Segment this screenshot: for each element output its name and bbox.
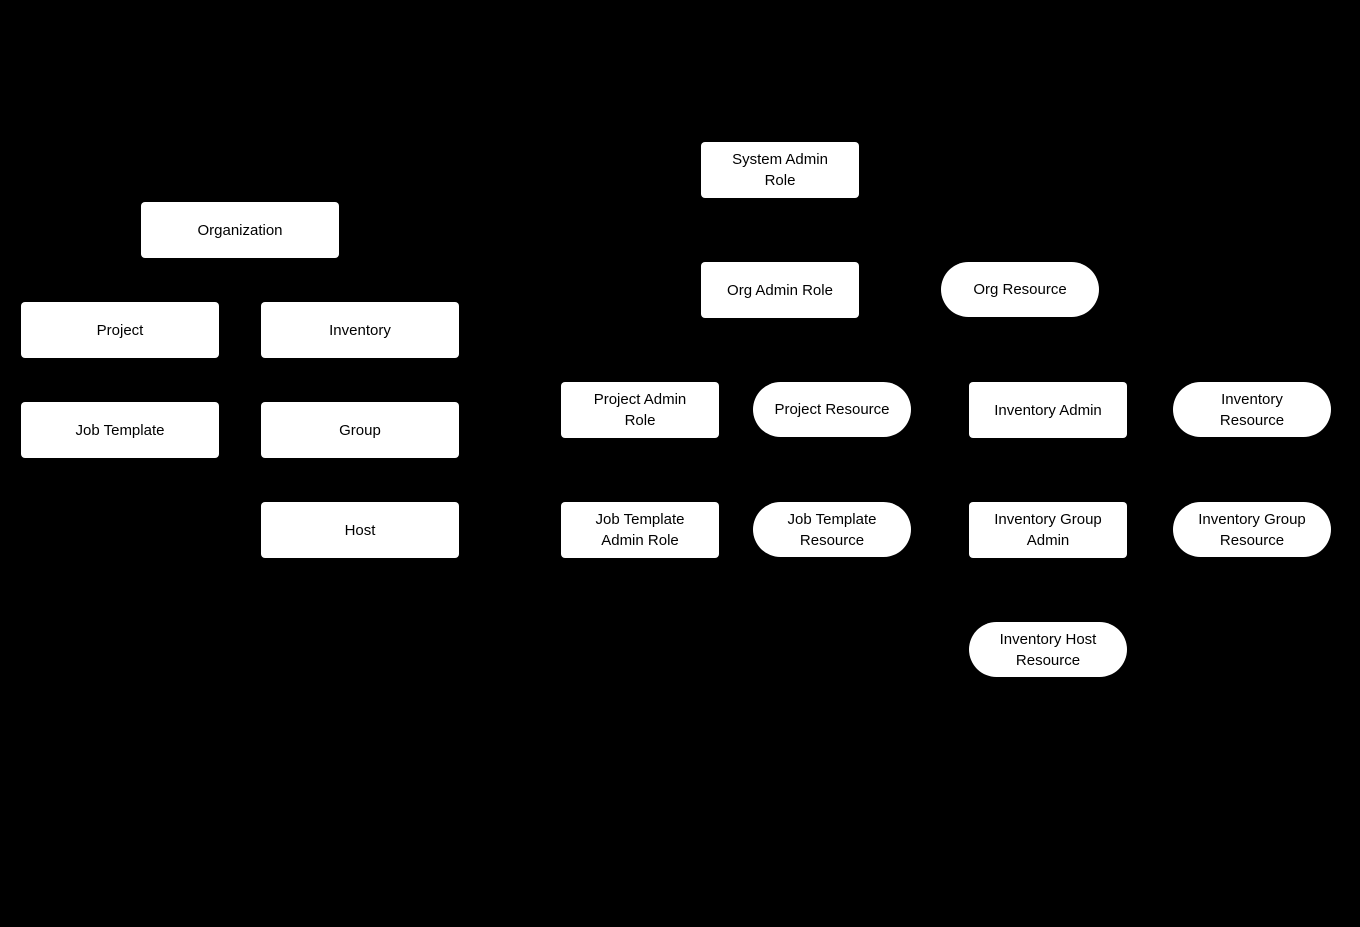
- node-job-template-label: Job Template: [75, 421, 165, 439]
- node-project-admin-role: Project Admin Role: [561, 382, 719, 438]
- node-system-admin-role: System Admin Role: [701, 142, 859, 198]
- node-job-template-resource-label: Job Template Resource: [787, 510, 877, 549]
- node-organization: Organization: [141, 202, 339, 258]
- node-project: Project: [21, 302, 219, 358]
- node-inventory-resource: Inventory Resource: [1173, 382, 1331, 437]
- node-project-resource-label: Project Resource: [774, 401, 890, 418]
- node-job-template-resource: Job Template Resource: [753, 502, 911, 557]
- node-inventory-admin-label: Inventory Admin: [994, 401, 1102, 419]
- node-project-resource: Project Resource: [753, 382, 911, 437]
- node-inventory-group-resource: Inventory Group Resource: [1173, 502, 1331, 557]
- node-inventory-group-admin: Inventory Group Admin: [969, 502, 1127, 558]
- node-inventory-host-resource-label: Inventory Host Resource: [999, 630, 1097, 669]
- node-project-admin-role-label: Project Admin Role: [593, 391, 687, 429]
- node-inventory-group-resource-label: Inventory Group Resource: [1198, 510, 1306, 549]
- node-org-resource-label: Org Resource: [973, 281, 1067, 298]
- node-inventory-label: Inventory: [329, 321, 391, 339]
- node-org-admin-role: Org Admin Role: [701, 262, 859, 318]
- node-host-label: Host: [344, 521, 376, 539]
- node-job-template-admin-role-label: Job Template Admin Role: [595, 511, 685, 549]
- node-inventory-group-admin-label: Inventory Group Admin: [994, 511, 1102, 549]
- node-system-admin-role-label: System Admin Role: [732, 151, 828, 189]
- node-group-label: Group: [339, 421, 381, 439]
- node-inventory: Inventory: [261, 302, 459, 358]
- node-group: Group: [261, 402, 459, 458]
- node-inventory-host-resource: Inventory Host Resource: [969, 622, 1127, 677]
- node-organization-label: Organization: [197, 221, 283, 239]
- node-org-resource: Org Resource: [941, 262, 1099, 317]
- node-org-admin-role-label: Org Admin Role: [727, 281, 833, 299]
- node-project-label: Project: [96, 321, 144, 339]
- node-inventory-admin: Inventory Admin: [969, 382, 1127, 438]
- node-host: Host: [261, 502, 459, 558]
- node-job-template: Job Template: [21, 402, 219, 458]
- node-inventory-resource-label: Inventory Resource: [1219, 390, 1285, 429]
- node-job-template-admin-role: Job Template Admin Role: [561, 502, 719, 558]
